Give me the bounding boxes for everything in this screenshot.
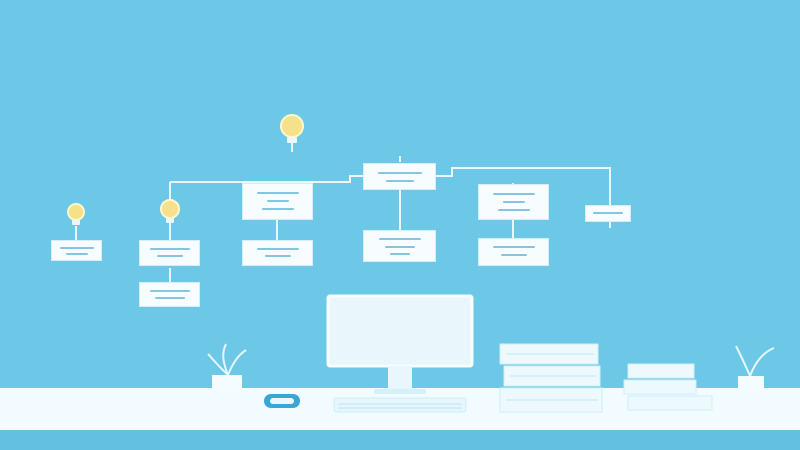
keyboard: [333, 397, 467, 413]
plant-right: [735, 345, 775, 391]
desk-shadow: [0, 430, 800, 450]
flowchart-card: [363, 230, 436, 262]
flowchart-card: [585, 205, 631, 222]
flowchart-card: [139, 282, 200, 307]
flowchart-card: [139, 240, 200, 266]
lightbulb-icon: [280, 114, 304, 143]
flowchart-card: [51, 240, 102, 261]
flowchart-card: [363, 163, 436, 190]
flowchart-card: [478, 184, 549, 220]
flowchart-card: [242, 240, 313, 266]
lightbulb-icon: [160, 199, 180, 223]
mouse: [264, 394, 300, 408]
flowchart-card: [478, 238, 549, 266]
book-stack-large: [499, 343, 603, 413]
monitor: [326, 294, 474, 394]
book-stack-small: [623, 363, 713, 411]
flowchart-card: [242, 183, 313, 220]
lightbulb-icon: [67, 203, 85, 225]
plant-left: [207, 343, 247, 391]
